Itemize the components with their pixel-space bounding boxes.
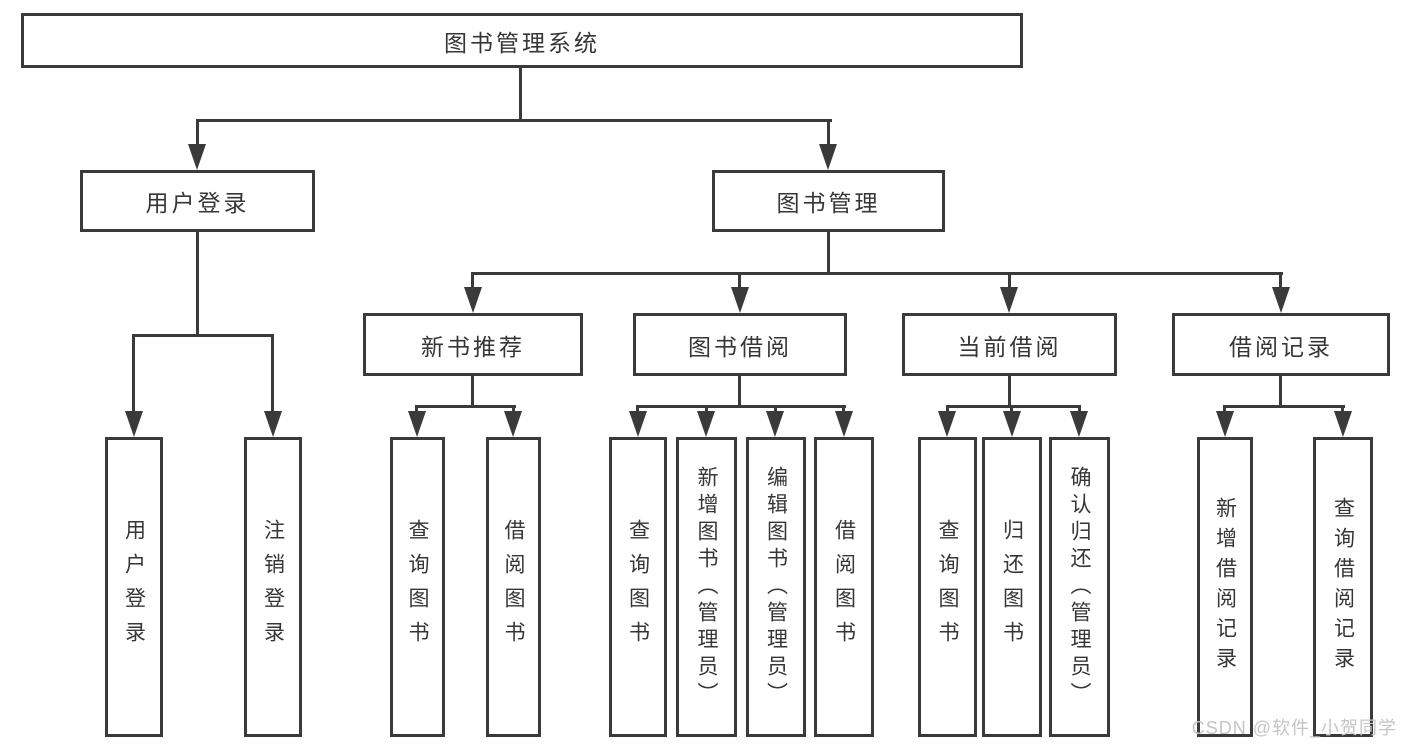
leaf-confirm-return-admin-label: 确认归还（管理员） (1068, 465, 1091, 709)
node-borrow-record-label: 借阅记录 (1229, 333, 1333, 360)
connector-line (471, 272, 1283, 275)
connector-line (271, 334, 274, 414)
leaf-query-borrow-record-label: 查询借阅记录 (1331, 497, 1355, 677)
node-root-label: 图书管理系统 (444, 29, 600, 56)
leaf-edit-book-admin-label: 编辑图书（管理员） (764, 465, 788, 709)
arrow-down-icon (1070, 411, 1088, 437)
arrow-down-icon (125, 411, 143, 437)
connector-line (738, 376, 741, 407)
arrow-down-icon (1003, 411, 1021, 437)
arrow-down-icon (697, 411, 715, 437)
leaf-query-book-rec: 查询图书 (390, 437, 445, 737)
arrow-down-icon (264, 411, 282, 437)
arrow-down-icon (835, 411, 853, 437)
connector-line (416, 405, 516, 408)
node-new-book-rec: 新书推荐 (363, 313, 583, 376)
leaf-borrow-book-rec-label: 借阅图书 (502, 519, 525, 655)
leaf-borrow-book: 借阅图书 (814, 437, 874, 737)
leaf-add-book-admin-label: 新增图书（管理员） (695, 465, 718, 709)
arrow-down-icon (1216, 411, 1234, 437)
node-current-borrow: 当前借阅 (902, 313, 1117, 376)
leaf-user-login-label: 用户登录 (122, 519, 146, 655)
node-user-login: 用户登录 (80, 170, 315, 232)
leaf-query-book-current-label: 查询图书 (936, 519, 959, 655)
arrow-down-icon (188, 144, 206, 170)
leaf-query-book-rec-label: 查询图书 (406, 519, 429, 655)
node-book-borrow-label: 图书借阅 (688, 333, 792, 360)
arrow-down-icon (731, 287, 749, 313)
connector-line (1279, 272, 1282, 290)
connector-line (636, 405, 846, 408)
leaf-query-book-borrow-label: 查询图书 (626, 519, 650, 655)
leaf-add-book-admin: 新增图书（管理员） (676, 437, 737, 737)
node-new-book-rec-label: 新书推荐 (421, 333, 525, 360)
leaf-user-login: 用户登录 (105, 437, 163, 737)
node-borrow-record: 借阅记录 (1172, 313, 1390, 376)
connector-line (827, 119, 830, 147)
leaf-query-borrow-record: 查询借阅记录 (1313, 437, 1373, 737)
arrow-down-icon (938, 411, 956, 437)
connector-line (519, 68, 522, 122)
node-book-mgmt-label: 图书管理 (776, 190, 881, 216)
connector-line (946, 405, 1081, 408)
leaf-query-book-borrow: 查询图书 (609, 437, 667, 737)
leaf-edit-book-admin: 编辑图书（管理员） (746, 437, 806, 737)
arrow-down-icon (766, 411, 784, 437)
connector-line (1223, 405, 1345, 408)
connector-line (132, 334, 274, 337)
arrow-down-icon (408, 411, 426, 437)
connector-line (471, 376, 474, 407)
connector-line (1008, 376, 1011, 407)
leaf-add-borrow-record: 新增借阅记录 (1197, 437, 1253, 737)
leaf-borrow-book-rec: 借阅图书 (486, 437, 541, 737)
node-current-borrow-label: 当前借阅 (957, 333, 1062, 360)
leaf-confirm-return-admin: 确认归还（管理员） (1049, 437, 1110, 737)
connector-line (1008, 272, 1011, 290)
leaf-logout: 注销登录 (244, 437, 302, 737)
arrow-down-icon (1334, 411, 1352, 437)
connector-line (827, 232, 830, 274)
arrow-down-icon (819, 144, 837, 170)
connector-line (738, 272, 741, 290)
connector-line (471, 272, 474, 290)
node-user-login-label: 用户登录 (145, 190, 250, 216)
leaf-logout-label: 注销登录 (261, 519, 285, 655)
node-root: 图书管理系统 (21, 13, 1023, 68)
leaf-return-book-label: 归还图书 (1000, 519, 1024, 655)
connector-line (196, 119, 832, 122)
leaf-query-book-current: 查询图书 (918, 437, 977, 737)
arrow-down-icon (464, 287, 482, 313)
leaf-borrow-book-label: 借阅图书 (832, 519, 856, 655)
connector-line (196, 119, 199, 147)
csdn-watermark: CSDN @软件_小贺同学 (1191, 718, 1397, 738)
arrow-down-icon (1272, 287, 1290, 313)
connector-line (196, 232, 199, 336)
arrow-down-icon (1000, 287, 1018, 313)
connector-line (1279, 376, 1282, 406)
leaf-add-borrow-record-label: 新增借阅记录 (1213, 497, 1237, 677)
arrow-down-icon (629, 411, 647, 437)
leaf-return-book: 归还图书 (982, 437, 1042, 737)
arrow-down-icon (504, 411, 522, 437)
node-book-mgmt: 图书管理 (712, 170, 945, 232)
node-book-borrow: 图书借阅 (633, 313, 847, 376)
connector-line (132, 334, 135, 414)
